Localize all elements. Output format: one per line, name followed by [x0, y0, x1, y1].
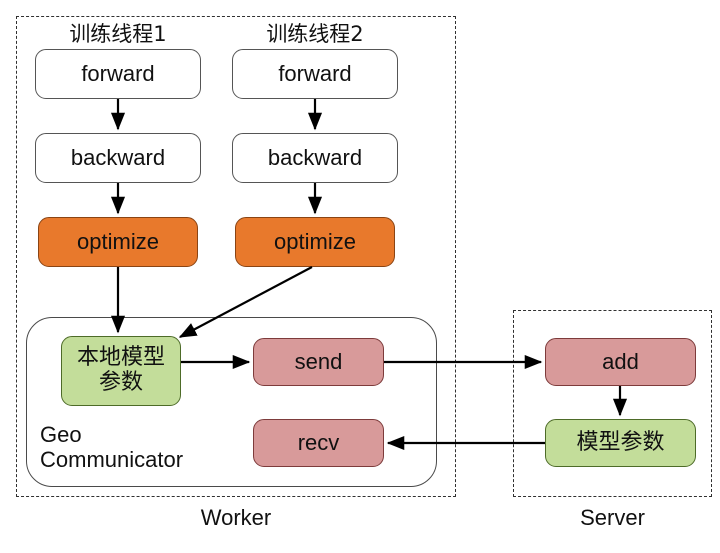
node-recv[interactable]: recv — [253, 419, 384, 467]
zone-server-boundary — [513, 310, 712, 497]
node-local-model-params[interactable]: 本地模型 参数 — [61, 336, 181, 406]
node-optimize-thread-2[interactable]: optimize — [235, 217, 395, 267]
node-backward-thread-2[interactable]: backward — [232, 133, 398, 183]
node-backward-thread-1[interactable]: backward — [35, 133, 201, 183]
node-optimize-thread-1[interactable]: optimize — [38, 217, 198, 267]
node-send[interactable]: send — [253, 338, 384, 386]
node-server-model-params[interactable]: 模型参数 — [545, 419, 696, 467]
zone-label-worker: Worker — [200, 505, 272, 530]
node-forward-thread-2[interactable]: forward — [232, 49, 398, 99]
column-title-thread-2: 训练线程2 — [266, 22, 364, 46]
zone-worker-boundary — [16, 16, 456, 497]
node-add[interactable]: add — [545, 338, 696, 386]
geo-communicator-label: Geo Communicator — [40, 422, 184, 473]
node-forward-thread-1[interactable]: forward — [35, 49, 201, 99]
zone-label-server: Server — [580, 505, 645, 530]
column-title-thread-1: 训练线程1 — [69, 22, 167, 46]
